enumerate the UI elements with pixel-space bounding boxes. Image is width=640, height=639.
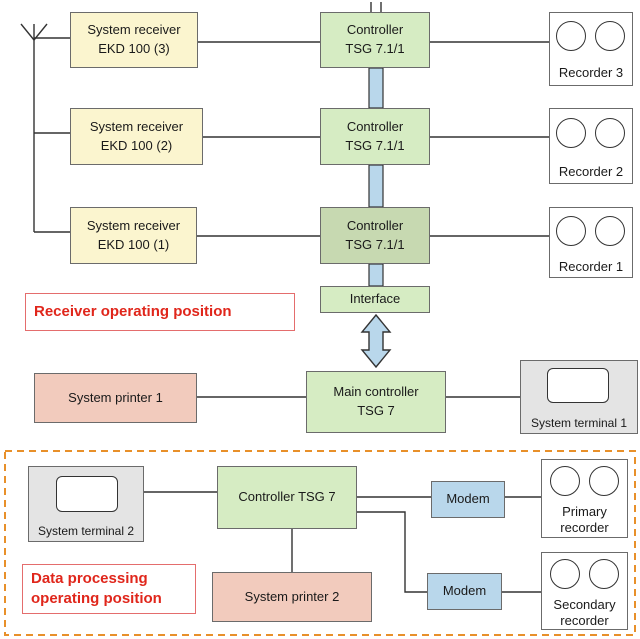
- printer-label: System printer 2: [244, 588, 340, 604]
- controller-model: TSG 7.1/1: [345, 41, 405, 56]
- primary-recorder: Primary recorder: [541, 459, 628, 538]
- controller-label: Controller: [346, 22, 404, 38]
- tape-reel-icon: [556, 118, 586, 148]
- receiver-operating-position-label: Receiver operating position: [25, 293, 295, 331]
- recorder-label: Recorder 1: [558, 259, 624, 274]
- controller-3: Controller TSG 7.1/1: [320, 12, 430, 68]
- interface-box: Interface: [320, 286, 430, 313]
- tape-reel-icon: [556, 216, 586, 246]
- controller-tsg7-label: Controller TSG 7: [238, 489, 336, 505]
- primary-recorder-label: Primary recorder: [542, 504, 627, 537]
- system-receiver-3: System receiver EKD 100 (3): [70, 12, 198, 68]
- tape-reel-icon: [595, 21, 625, 51]
- interface-label: Interface: [349, 291, 401, 307]
- controller-label: Controller: [346, 217, 404, 233]
- tape-reel-icon: [556, 21, 586, 51]
- tape-reel-icon: [589, 559, 619, 589]
- tape-reel-icon: [550, 466, 580, 496]
- secondary-recorder-label: Secondary recorder: [542, 597, 627, 630]
- data-position-line1: Data processing: [31, 569, 148, 587]
- controller-2: Controller TSG 7.1/1: [320, 108, 430, 165]
- secondary-recorder: Secondary recorder: [541, 552, 628, 630]
- tape-reel-icon: [595, 216, 625, 246]
- recorder-1: Recorder 1: [549, 207, 633, 278]
- bidirectional-arrow-icon: [360, 313, 392, 369]
- tape-reel-icon: [550, 559, 580, 589]
- monitor-icon: [56, 476, 118, 512]
- modem-label: Modem: [446, 491, 490, 507]
- antenna-icon: [20, 23, 48, 232]
- data-bus: [368, 67, 384, 109]
- system-terminal-1: System terminal 1: [520, 360, 638, 434]
- recorder-label: Recorder 3: [558, 65, 624, 80]
- modem-secondary: Modem: [427, 573, 502, 610]
- data-processing-frame: [4, 450, 636, 636]
- tape-reel-icon: [595, 118, 625, 148]
- receiver-model: EKD 100 (2): [100, 137, 173, 153]
- receiver-position-text: Receiver operating position: [34, 302, 232, 320]
- tape-reel-icon: [589, 466, 619, 496]
- recorder-3: Recorder 3: [549, 12, 633, 86]
- controller-model: TSG 7.1/1: [345, 236, 405, 252]
- modem-label: Modem: [442, 583, 487, 599]
- main-controller: Main controller TSG 7: [306, 371, 446, 433]
- terminal-label: System terminal 1: [530, 416, 628, 430]
- controller-1: Controller TSG 7.1/1: [320, 207, 430, 264]
- modem-primary: Modem: [431, 481, 505, 518]
- primary-recorder-line1: Primary: [562, 504, 607, 519]
- main-controller-model: TSG 7: [357, 403, 395, 418]
- recorder-label: Recorder 2: [558, 164, 624, 179]
- receiver-title: System receiver: [89, 118, 184, 134]
- secondary-recorder-line2: recorder: [560, 613, 609, 629]
- system-printer-1: System printer 1: [34, 373, 197, 423]
- primary-recorder-line2: recorder: [560, 520, 609, 536]
- data-position-line2: operating position: [31, 590, 162, 607]
- data-processing-position-label: Data processing operating position: [22, 564, 196, 614]
- receiver-model: EKD 100 (1): [97, 236, 170, 252]
- system-receiver-2: System receiver EKD 100 (2): [70, 108, 203, 165]
- recorder-2: Recorder 2: [549, 108, 633, 184]
- controller-label: Controller: [346, 118, 404, 134]
- system-terminal-2: System terminal 2: [28, 466, 144, 542]
- controller-tsg7: Controller TSG 7: [217, 466, 357, 529]
- receiver-title: System receiver: [86, 217, 181, 233]
- terminal-label: System terminal 2: [37, 524, 135, 538]
- receiver-model: EKD 100 (3): [98, 41, 170, 56]
- controller-model: TSG 7.1/1: [345, 137, 405, 153]
- secondary-recorder-line1: Secondary: [553, 597, 616, 612]
- system-receiver-1: System receiver EKD 100 (1): [70, 207, 197, 264]
- printer-label: System printer 1: [68, 389, 163, 405]
- receiver-title: System receiver: [87, 22, 181, 38]
- main-controller-label: Main controller: [333, 384, 419, 400]
- system-printer-2: System printer 2: [212, 572, 372, 622]
- monitor-icon: [547, 368, 609, 403]
